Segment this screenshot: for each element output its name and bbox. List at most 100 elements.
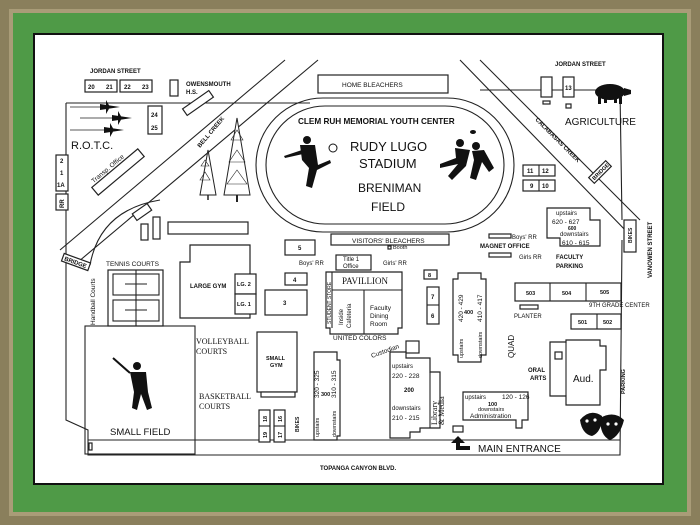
map-buildings-b600-downstairs-text: downstairs [560, 232, 589, 238]
map-stadium-1-text: STADIUM [359, 156, 417, 171]
small-gym [256, 331, 298, 393]
map-buildings-b100-up-rooms-text: 120 - 126 [502, 394, 530, 401]
map-field-1-text: FIELD [371, 200, 405, 214]
auditorium [549, 339, 607, 406]
map-rooms-r25-text: 25 [151, 126, 158, 132]
map-buildings-b600-down-rooms-text: 610 - 615 [562, 240, 590, 247]
map-buildings-b400-num-text: 400 [464, 310, 473, 316]
map-areas-inside-cafeteria-0-text: Inside [339, 308, 345, 325]
map-rooms-r505-text: 505 [600, 290, 609, 296]
map-buildings-b200-upstairs-text: upstairs [392, 364, 413, 370]
map-rooms-r22-text: 22 [124, 85, 131, 91]
map-areas-girls-rr-right-text: Girls RR [519, 255, 542, 261]
shed-a [140, 223, 149, 241]
map-areas-boys-rr-text: Boys' RR [299, 261, 324, 267]
baseball-batter-icon [112, 357, 152, 410]
soccer-player-icon [284, 136, 338, 188]
jets-icon [70, 100, 132, 137]
map-areas-library-1-text: & Media [437, 396, 446, 425]
map-rooms-r3-text: 3 [283, 301, 287, 307]
building-300: upstairs 320 - 325 300 downstairs 310 - … [313, 351, 341, 441]
map-rooms-r501-text: 501 [578, 320, 587, 326]
map-buildings-b400-upstairs-text: upstairs [459, 338, 465, 358]
pig-icon [595, 84, 631, 104]
pavillion-label: PAVILLION [342, 276, 389, 286]
map-areas-title1-0-text: Title 1 [343, 257, 360, 263]
theater-masks-icon [580, 412, 624, 440]
bikes-left-label: BIKES [295, 416, 301, 432]
map-rooms-r20-text: 20 [88, 85, 95, 91]
map-areas-basketball-1-text: COURTS [199, 402, 230, 411]
map-areas-inside-cafeteria-1-text: Cafeteria [347, 303, 353, 328]
small-field [84, 325, 196, 455]
long-shed [167, 221, 249, 235]
building-100-admin: upstairs 120 - 126 100 downstairs Admini… [452, 391, 530, 433]
map-buildings-b400-downstairs-text: downstairs [478, 331, 484, 358]
map-areas-lg1-text: LG. 1 [237, 302, 251, 308]
map-areas-oral-arts-1-text: ARTS [530, 376, 546, 382]
map-rooms-r2-text: 2 [60, 159, 64, 165]
volleyball-courts-label: VOLLEYBALL [196, 337, 249, 346]
map-areas-faculty-dining-2-text: Room [370, 321, 387, 328]
map-buildings-b400-up-rooms-text: 420 - 429 [458, 294, 465, 322]
parking-label: PARKING [621, 369, 627, 394]
magnet-office-rr-boys [488, 233, 512, 239]
topanga-canyon-blvd: TOPANGA CANYON BLVD. [320, 466, 396, 472]
map-areas-owensmouth-1-text: H.S. [186, 90, 198, 96]
vanowen-street: VANOWEN STREET [648, 221, 654, 278]
field-marker [88, 442, 93, 451]
bell-creek-label: BELL CREEK [197, 116, 227, 150]
title1-office [335, 254, 372, 271]
map-areas-united-colors-text: UNITED COLORS [333, 335, 387, 342]
jordan-street-left: JORDAN STREET [90, 69, 141, 75]
faculty-parking-label: FACULTY [556, 255, 583, 261]
map-rooms-r8-text: 8 [428, 273, 431, 279]
map-buildings-b200-downstairs-text: downstairs [392, 406, 421, 412]
shed-creek [131, 202, 153, 222]
small-field-label: SMALL FIELD [110, 427, 171, 438]
map-buildings-b100-admin-text: Administration [470, 413, 512, 420]
map-buildings-b100-downstairs-text: downstairs [478, 407, 505, 413]
aud-label: Aud. [573, 374, 594, 385]
map-areas-boys-rr-right-text: Boys' RR [512, 235, 537, 241]
map-areas-visitors-bleachers-text: VISITORS' BLEACHERS [352, 238, 425, 245]
bikes-right-rack [623, 219, 637, 253]
room-8 [423, 269, 438, 280]
bell-creek [59, 59, 319, 266]
map-areas-bikes-right-text: BIKES [628, 227, 634, 243]
ag-shed-2 [565, 103, 572, 109]
map-rooms-r1a-text: 1A [57, 183, 65, 189]
building-200: upstairs 220 - 228 200 downstairs 210 - … [389, 351, 441, 439]
map-rooms-r16-text: 16 [278, 416, 284, 422]
rooms-9-12: 11 12 9 10 [522, 164, 556, 192]
stadium-track [255, 74, 515, 233]
map-areas-oral-arts-0-text: ORAL [528, 368, 545, 374]
library-label: Library [430, 401, 439, 425]
map-areas-student-store-text: STUDENT STORE [327, 281, 333, 324]
map-areas-faculty-dining-1-text: Dining [370, 313, 389, 320]
magnet-office-label: MAGNET OFFICE [480, 244, 530, 250]
tennis-courts [107, 269, 164, 327]
ninth-grade-center: 503 504 505 501 502 [514, 282, 622, 330]
field-name: BRENIMAN [358, 181, 421, 195]
map-rooms-r5-text: 5 [298, 246, 302, 252]
main-entrance-arrow-icon [451, 436, 470, 450]
rooms-16-19: 18 19 16 17 [258, 409, 286, 443]
ag-shed [542, 100, 551, 105]
jordan-street-right: JORDAN STREET [555, 62, 606, 68]
custodian-room [405, 340, 420, 354]
map-buildings-b600-upstairs-text: upstairs [556, 211, 577, 217]
main-entrance-label[interactable]: MAIN ENTRANCE [478, 444, 561, 455]
map-rooms-r502-text: 502 [603, 320, 612, 326]
stadium-name: RUDY LUGO [350, 139, 427, 154]
map-rooms-r24-text: 24 [151, 113, 158, 119]
room-3 [264, 289, 308, 316]
map-areas-large-gym-text: LARGE GYM [190, 284, 226, 290]
owensmouth-annex [181, 89, 215, 117]
map-buildings-b300-upstairs-text: upstairs [315, 417, 321, 437]
magnet-office-rr-girls [488, 252, 512, 258]
map-buildings-b300-downstairs-text: downstairs [332, 410, 338, 437]
room-13 [562, 76, 575, 98]
map-paper [33, 33, 664, 485]
